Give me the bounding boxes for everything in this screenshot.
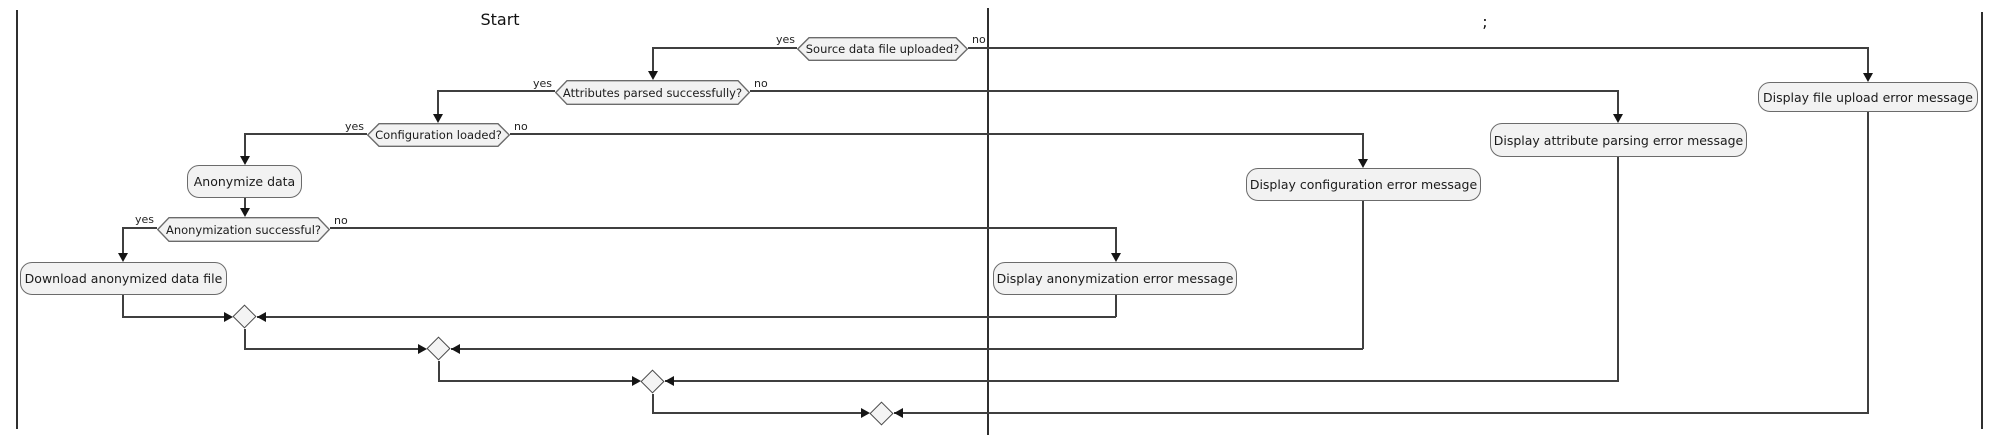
decision-configuration-loaded: Configuration loaded?: [367, 123, 510, 147]
edge-merge2-arrowhead: [632, 376, 641, 386]
edge-attributes-yes-hline: [438, 90, 555, 92]
edge-config-no-vline: [1362, 133, 1364, 161]
merge-diamond-2: [426, 336, 451, 361]
edge-config-no-hline: [510, 133, 1363, 135]
edge-source-no-vline: [1867, 47, 1869, 75]
activity-display-anonymization-error: Display anonymization error message: [993, 262, 1237, 295]
edge-attributes-yes-arrowhead: [433, 114, 443, 123]
edge-configerror-vline: [1362, 201, 1364, 349]
lane-title-start: Start: [480, 10, 520, 29]
decision-hexagon-shape: [367, 123, 510, 147]
activity-display-file-upload-error: Display file upload error message: [1758, 82, 1978, 112]
decision-hexagon-shape: [157, 217, 330, 242]
decision-attributes-parsed: Attributes parsed successfully?: [555, 80, 750, 105]
edge-merge1-vline: [244, 329, 246, 349]
edge-attributes-no-hline: [750, 90, 1618, 92]
edge-config-yes-hline: [245, 133, 367, 135]
decision-label: Anonymization successful?: [165, 222, 322, 237]
edge-anonymize-arrowhead: [240, 208, 250, 217]
edge-anon-yes-label: yes: [134, 213, 154, 226]
decision-source-data-file-uploaded: Source data file uploaded?: [797, 37, 968, 61]
edge-merge3-arrowhead: [861, 408, 870, 418]
lane-title-second: ;: [1482, 12, 1488, 31]
decision-anonymization-successful: Anonymization successful?: [157, 217, 330, 242]
lane-right-border: [1981, 12, 1983, 429]
edge-merge1-arrowhead: [418, 344, 427, 354]
edge-anonerror-vline: [1115, 295, 1117, 317]
edge-source-yes-vline: [652, 47, 654, 73]
edge-attributes-no-label: no: [754, 77, 768, 90]
edge-source-no-hline: [968, 47, 1868, 49]
edge-merge3-hline: [652, 412, 862, 414]
lane-divider: [987, 8, 989, 435]
decision-hexagon-shape: [555, 80, 750, 105]
activity-display-configuration-error: Display configuration error message: [1246, 168, 1481, 201]
edge-merge2-vline: [438, 361, 440, 381]
edge-parseerror-hline: [665, 380, 1618, 382]
edge-anon-yes-vline: [122, 227, 124, 255]
edge-attributes-yes-vline: [437, 90, 439, 116]
activity-display-attribute-parsing-error: Display attribute parsing error message: [1490, 123, 1747, 157]
edge-attributes-yes-label: yes: [532, 77, 552, 90]
merge-diamond-1: [232, 304, 257, 329]
merge-diamond-4: [869, 401, 894, 426]
edge-anon-no-arrowhead: [1111, 253, 1121, 262]
decision-label: Source data file uploaded?: [805, 42, 960, 56]
edge-uploaderror-arrowhead: [894, 408, 903, 418]
edge-merge1-hline: [244, 348, 419, 350]
edge-anon-no-label: no: [334, 214, 348, 227]
edge-source-yes-hline: [653, 47, 797, 49]
edge-uploaderror-vline: [1867, 112, 1869, 414]
edge-source-no-label: no: [972, 33, 986, 46]
edge-config-no-label: no: [514, 120, 528, 133]
decision-label: Configuration loaded?: [375, 128, 502, 142]
edge-download-vline: [122, 295, 124, 317]
edge-attributes-no-arrowhead: [1613, 114, 1623, 123]
edge-merge3-vline: [652, 394, 654, 413]
edge-source-yes-label: yes: [775, 33, 795, 46]
decision-label: Attributes parsed successfully?: [562, 85, 743, 100]
edge-source-no-arrowhead: [1863, 73, 1873, 82]
edge-attributes-no-vline: [1617, 90, 1619, 116]
edge-parseerror-arrowhead: [665, 376, 674, 386]
edge-anon-yes-hline: [123, 227, 157, 229]
edge-config-yes-arrowhead: [240, 156, 250, 165]
edge-anon-no-hline: [330, 227, 1116, 229]
edge-anon-yes-arrowhead: [118, 253, 128, 262]
edge-download-hline: [122, 316, 225, 318]
activity-download-anonymized-data-file: Download anonymized data file: [20, 262, 227, 295]
edge-config-no-arrowhead: [1358, 159, 1368, 168]
edge-config-yes-vline: [244, 133, 246, 158]
edge-anonerror-hline: [257, 316, 1116, 318]
edge-merge2-hline: [438, 380, 633, 382]
edge-configerror-hline: [451, 348, 1363, 350]
edge-source-yes-arrowhead: [648, 71, 658, 80]
activity-anonymize-data: Anonymize data: [187, 165, 302, 198]
edge-configerror-arrowhead: [451, 344, 460, 354]
lane-left-border: [16, 10, 18, 429]
edge-uploaderror-hline: [894, 412, 1868, 414]
edge-anonymize-vline: [244, 198, 246, 210]
merge-diamond-3: [640, 369, 665, 394]
edge-download-arrowhead: [224, 312, 233, 322]
decision-hexagon-shape: [797, 37, 968, 61]
edge-anonerror-arrowhead: [257, 312, 266, 322]
edge-config-yes-label: yes: [344, 120, 364, 133]
edge-parseerror-vline: [1617, 157, 1619, 382]
edge-anon-no-vline: [1115, 227, 1117, 255]
